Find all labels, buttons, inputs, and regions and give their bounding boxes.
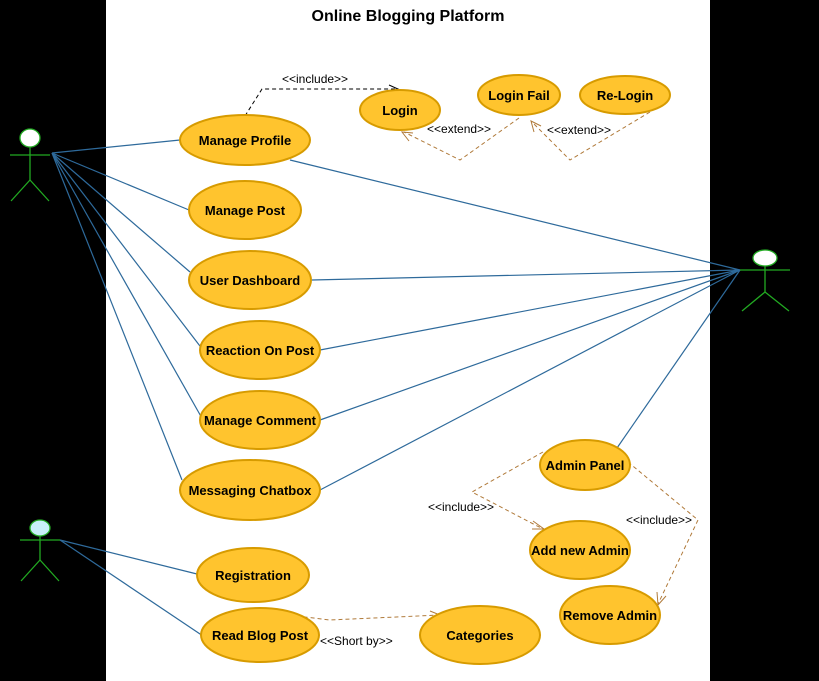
usecase-login[interactable]: Login: [359, 89, 441, 131]
include-remove-admin-label: <<include>>: [626, 513, 692, 527]
extend-re-login-connector: [531, 111, 651, 161]
usecase-reaction-on-post[interactable]: Reaction On Post: [199, 320, 321, 380]
include-remove-admin-connector: [627, 461, 699, 605]
assoc-user-manage-post: [51, 152, 190, 211]
usecase-manage-comment-label: Manage Comment: [204, 413, 317, 428]
extend-re-login-arrowhead: [530, 120, 542, 133]
include-login-label: <<include>>: [282, 72, 348, 86]
assoc-user-messaging-chatbox: [51, 152, 183, 481]
extend-connectors: [403, 111, 651, 161]
usecase-user-dashboard[interactable]: User Dashboard: [188, 250, 312, 310]
usecase-re-login-label: Re-Login: [597, 88, 653, 103]
assoc-user-manage-comment: [51, 152, 204, 421]
association-lines: [51, 139, 741, 637]
usecase-read-blog-post[interactable]: Read Blog Post: [200, 607, 320, 663]
usecase-read-blog-post-label: Read Blog Post: [212, 628, 309, 643]
usecase-add-new-admin-label: Add new Admin: [531, 543, 629, 558]
assoc-admin-manage-profile: [289, 159, 741, 271]
usecase-categories-label: Categories: [446, 628, 513, 643]
usecase-messaging-chatbox[interactable]: Messaging Chatbox: [179, 459, 321, 521]
usecase-manage-profile-label: Manage Profile: [199, 133, 291, 148]
usecase-admin-panel[interactable]: Admin Panel: [539, 439, 631, 491]
actor-visitor-icon: [20, 519, 60, 582]
include-add-admin-label: <<include>>: [428, 500, 494, 514]
usecase-registration-label: Registration: [215, 568, 291, 583]
usecase-user-dashboard-label: User Dashboard: [200, 273, 300, 288]
usecase-manage-profile[interactable]: Manage Profile: [179, 114, 311, 166]
admin-include-connectors: [470, 451, 699, 605]
assoc-user-user-dashboard: [51, 152, 191, 273]
usecase-remove-admin[interactable]: Remove Admin: [559, 585, 661, 645]
usecase-categories[interactable]: Categories: [419, 605, 541, 665]
assoc-admin-reaction-on-post: [319, 269, 741, 351]
actor-user-icon: [10, 128, 50, 202]
short-by-connector: [254, 610, 441, 621]
assoc-user-reaction-on-post: [51, 152, 204, 351]
assoc-visitor-registration: [59, 539, 202, 576]
extend-re-login-label: <<extend>>: [547, 123, 611, 137]
assoc-admin-admin-panel: [616, 269, 741, 449]
assoc-visitor-read-blog-post: [59, 539, 204, 637]
usecase-messaging-chatbox-label: Messaging Chatbox: [189, 483, 313, 498]
include-add-admin-connector: [470, 451, 544, 530]
usecase-login-fail-label: Login Fail: [488, 88, 549, 103]
usecase-remove-admin-label: Remove Admin: [563, 608, 657, 623]
usecase-manage-comment[interactable]: Manage Comment: [199, 390, 321, 450]
usecase-login-fail[interactable]: Login Fail: [477, 74, 561, 116]
diagram-title: Online Blogging Platform: [312, 8, 505, 25]
assoc-user-manage-profile: [51, 139, 181, 154]
assoc-admin-user-dashboard: [311, 269, 741, 281]
usecase-add-new-admin[interactable]: Add new Admin: [529, 520, 631, 580]
short-by-label: <<Short by>>: [320, 634, 393, 648]
assoc-admin-manage-comment: [319, 269, 741, 421]
extend-login-fail-arrowhead: [400, 131, 414, 142]
assoc-admin-messaging-chatbox: [319, 269, 741, 491]
extend-login-fail-connector: [403, 117, 520, 161]
usecase-re-login[interactable]: Re-Login: [579, 75, 671, 115]
usecase-reaction-on-post-label: Reaction On Post: [206, 343, 315, 358]
usecase-registration[interactable]: Registration: [196, 547, 310, 603]
extend-login-fail-label: <<extend>>: [427, 122, 491, 136]
usecase-manage-post[interactable]: Manage Post: [188, 180, 302, 240]
usecase-admin-panel-label: Admin Panel: [546, 458, 625, 473]
usecase-manage-post-label: Manage Post: [205, 203, 286, 218]
usecase-login-label: Login: [382, 103, 417, 118]
actor-admin-icon: [740, 249, 790, 312]
